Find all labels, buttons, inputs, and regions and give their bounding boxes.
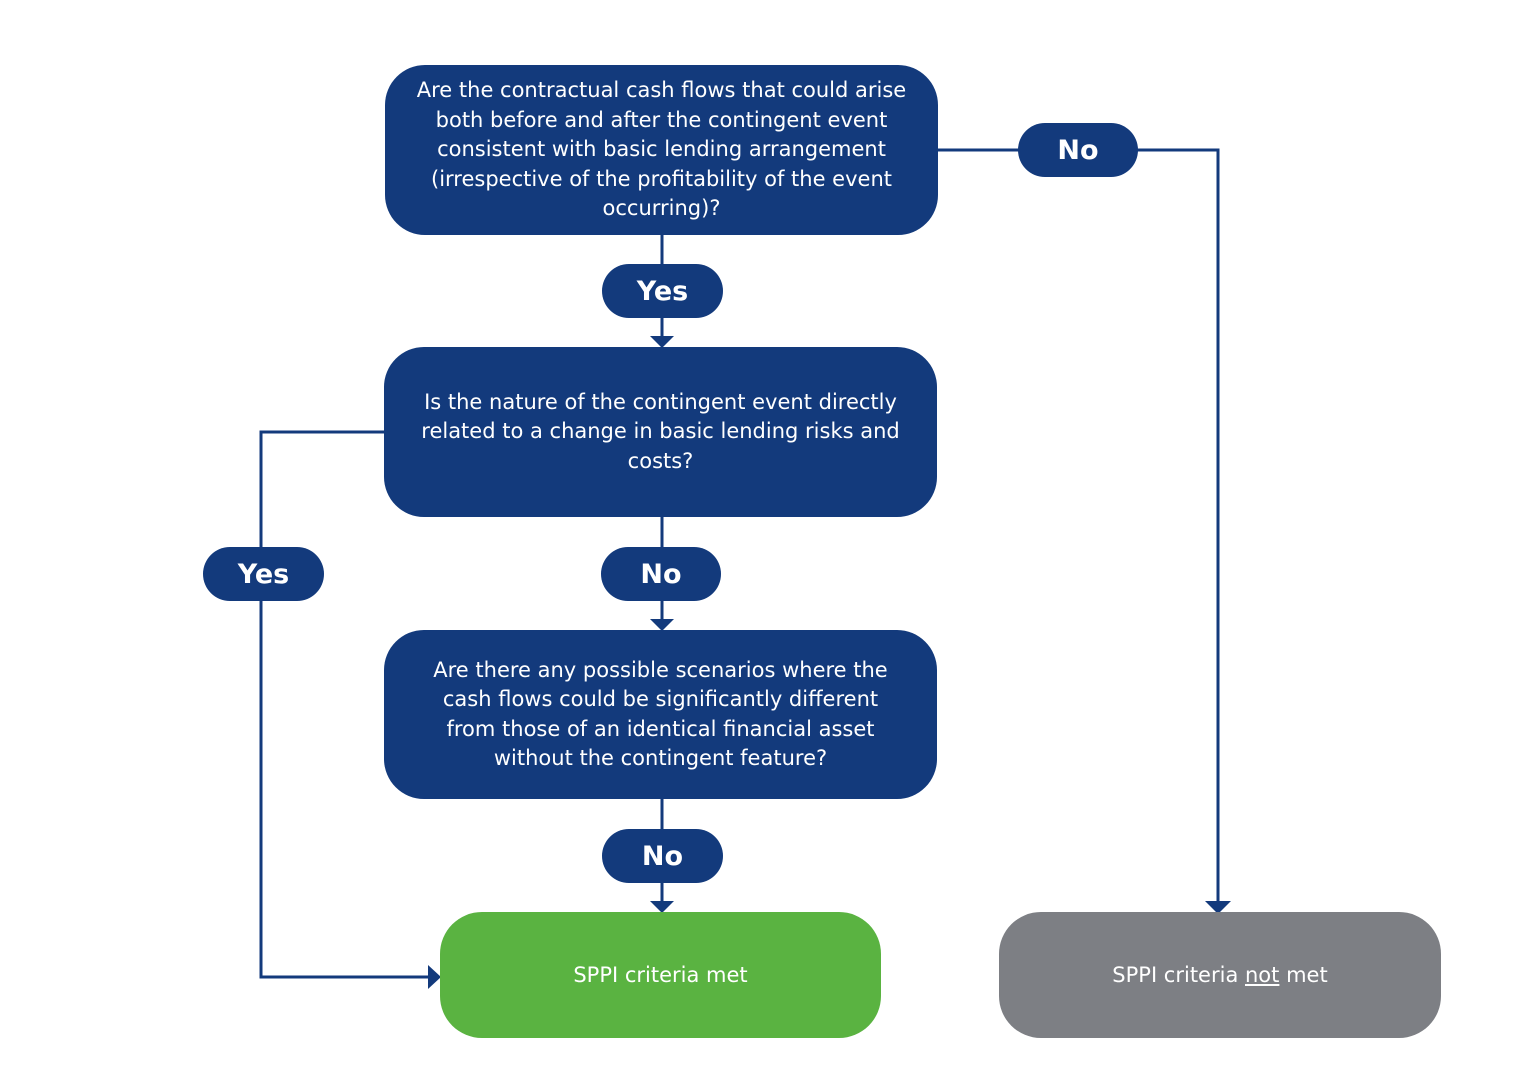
answer-q2-no-label: No: [640, 558, 682, 590]
answer-q2-no: No: [601, 547, 721, 601]
question-3-text: Are there any possible scenarios where t…: [433, 657, 888, 771]
answer-q3-no: No: [602, 829, 723, 883]
answer-q2-yes: Yes: [203, 547, 324, 601]
arrowhead-to-not-met: [1205, 901, 1231, 914]
arrowhead-to-met-top: [650, 901, 674, 913]
arrowhead-to-q2: [650, 336, 674, 348]
outcome-not-met-suffix: met: [1279, 963, 1328, 987]
connector-q1-no: [938, 148, 1220, 902]
answer-q3-no-label: No: [641, 840, 684, 872]
answer-q2-yes-label: Yes: [237, 558, 290, 590]
arrowhead-to-met-left: [428, 965, 441, 989]
outcome-sppi-criteria-met: SPPI criteria met: [440, 912, 881, 1038]
answer-q1-yes: Yes: [602, 264, 723, 318]
outcome-met-text: SPPI criteria met: [573, 963, 748, 987]
question-2-text: Is the nature of the contingent event di…: [421, 389, 900, 473]
outcome-not-met-prefix: SPPI criteria: [1112, 963, 1245, 987]
answer-q1-no-label: No: [1057, 134, 1099, 166]
outcome-not-met-emphasis: not: [1245, 963, 1280, 987]
arrowhead-to-q3: [650, 619, 674, 631]
outcome-sppi-criteria-not-met: SPPI criteria not met: [999, 912, 1441, 1038]
question-contractual-cash-flows: Are the contractual cash flows that coul…: [385, 65, 938, 235]
question-significantly-different-cash-flows: Are there any possible scenarios where t…: [384, 630, 937, 799]
question-1-text: Are the contractual cash flows that coul…: [416, 78, 907, 221]
answer-q1-yes-label: Yes: [636, 275, 689, 307]
connector-q2-yes: [259, 430, 428, 979]
outcome-not-met-text: SPPI criteria not met: [1112, 963, 1327, 987]
answer-q1-no: No: [1018, 123, 1138, 177]
question-contingent-event-nature: Is the nature of the contingent event di…: [384, 347, 937, 517]
